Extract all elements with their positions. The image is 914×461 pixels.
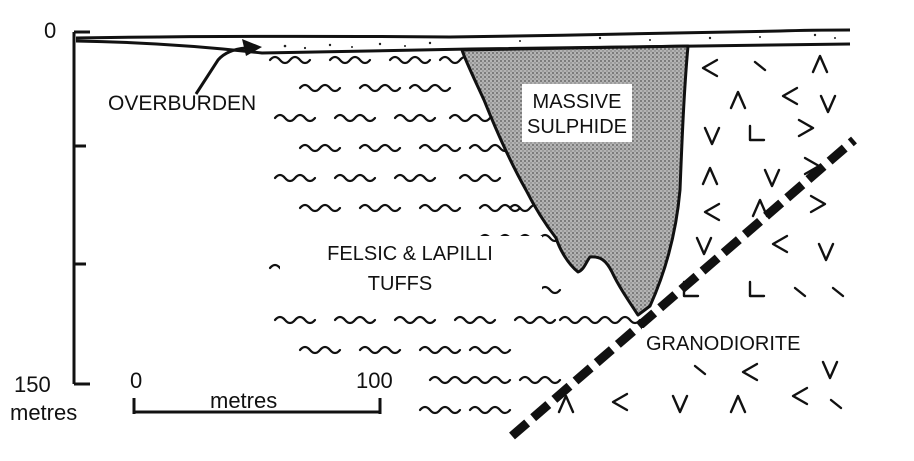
tuff-wave-symbol: [513, 315, 557, 325]
tuff-wave-symbol: [333, 173, 377, 183]
scale-bar: [132, 398, 382, 414]
tuff-wave-symbol: [598, 315, 642, 325]
tuff-wave-symbol: [418, 405, 462, 415]
tuff-wave-symbol: [273, 173, 317, 183]
tuffs-label-line2: TUFFS: [368, 273, 432, 295]
depth-axis-bottom-label: 150: [14, 372, 51, 397]
granodiorite-symbol: [701, 58, 719, 78]
depth-axis-top-label: 0: [44, 18, 56, 43]
granodiorite-symbol: [693, 364, 707, 376]
tuff-wave-symbol: [388, 55, 432, 65]
granodiorite-symbol: [821, 360, 839, 380]
granodiorite-label-box: [642, 328, 842, 356]
tuff-wave-symbol: [418, 345, 462, 355]
granodiorite-symbol: [809, 194, 827, 214]
tuff-wave-symbol: [298, 143, 342, 153]
tuff-wave-symbol: [468, 143, 512, 153]
tuff-wave-symbol: [478, 203, 522, 213]
tuff-wave-symbol: [358, 345, 402, 355]
granodiorite-symbol: [703, 202, 721, 222]
massive-sulphide-label-line2: SULPHIDE: [527, 116, 627, 138]
tuff-wave-symbol: [328, 55, 372, 65]
granodiorite-symbol: [791, 386, 809, 406]
tuff-wave-symbol: [273, 113, 317, 123]
tuff-wave-symbol: [298, 203, 342, 213]
tuffs-label-line1: FELSIC & LAPILLI: [327, 243, 493, 265]
tuff-wave-symbol: [393, 173, 437, 183]
tuff-wave-symbol: [393, 113, 437, 123]
tuff-wave-symbol: [298, 345, 342, 355]
granodiorite-symbol: [741, 362, 759, 382]
tuff-wave-symbol: [518, 375, 562, 385]
granodiorite-symbol: [695, 236, 713, 256]
granodiorite-symbol: [729, 394, 747, 414]
tuff-wave-symbol: [333, 113, 377, 123]
tuff-wave-symbol: [358, 83, 402, 93]
depth-axis-unit-label: metres: [10, 400, 77, 425]
tuff-wave-symbol: [273, 315, 317, 325]
tuff-wave-symbol: [268, 55, 312, 65]
tuff-wave-symbol: [333, 315, 377, 325]
scale-bar-unit-label: metres: [210, 388, 277, 413]
granodiorite-unit: [557, 54, 845, 414]
granodiorite-symbol: [829, 398, 843, 410]
tuff-wave-symbol: [458, 173, 502, 183]
granodiorite-symbol: [611, 392, 629, 412]
fault-line: [509, 136, 857, 440]
tuff-wave-symbol: [418, 143, 462, 153]
tuff-wave-symbol: [468, 375, 512, 385]
tuff-wave-symbol: [358, 203, 402, 213]
granodiorite-symbol: [781, 86, 799, 106]
granodiorite-symbol: [557, 394, 575, 414]
granodiorite-symbol: [831, 286, 845, 298]
granodiorite-symbol: [729, 90, 747, 110]
granodiorite-symbol: [793, 286, 807, 298]
overburden-label: OVERBURDEN: [108, 92, 256, 115]
tuff-wave-symbol: [468, 405, 512, 415]
granodiorite-symbol: [751, 198, 769, 218]
depth-axis: [72, 30, 90, 386]
tuffs-label-box: [280, 236, 542, 298]
scale-bar-start-label: 0: [130, 368, 142, 393]
tuff-wave-symbol: [298, 83, 342, 93]
granodiorite-symbol: [703, 126, 721, 146]
granodiorite-symbol: [811, 54, 829, 74]
tuff-wave-symbol: [468, 345, 512, 355]
tuff-wave-symbol: [393, 315, 437, 325]
granodiorite-symbol: [771, 234, 789, 254]
granodiorite-symbol: [817, 242, 835, 262]
overburden-pointer-arrow: [194, 39, 262, 95]
tuff-wave-symbol: [428, 375, 472, 385]
granodiorite-symbol: [763, 168, 781, 188]
tuff-wave-symbol: [408, 83, 452, 93]
scale-bar-end-label: 100: [356, 368, 393, 393]
granodiorite-symbol: [671, 394, 689, 414]
tuff-wave-symbol: [453, 315, 497, 325]
massive-sulphide-label-box: [522, 84, 632, 142]
granodiorite-symbol: [819, 94, 837, 114]
granodiorite-symbol: [748, 124, 766, 142]
tuff-wave-symbol: [418, 203, 462, 213]
granodiorite-symbol: [748, 280, 766, 298]
granodiorite-label: GRANODIORITE: [646, 333, 800, 355]
granodiorite-symbol: [701, 166, 719, 186]
tuff-wave-symbol: [448, 113, 492, 123]
tuff-wave-symbol: [358, 143, 402, 153]
tuff-wave-symbol: [558, 315, 602, 325]
granodiorite-symbol: [797, 118, 815, 138]
massive-sulphide-label-line1: MASSIVE: [533, 91, 622, 113]
granodiorite-symbol: [753, 60, 767, 72]
